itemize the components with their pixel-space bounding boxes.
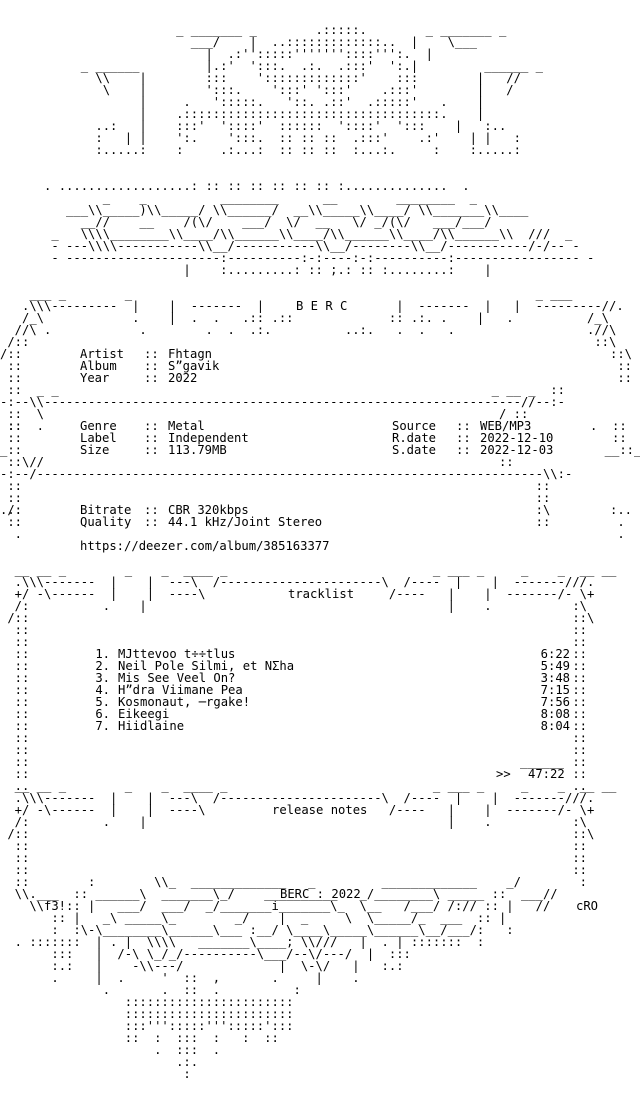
quality-key: Quality: [80, 515, 132, 529]
track-number: 1.: [95, 647, 110, 661]
year-key: Year: [80, 371, 110, 385]
track-number: 6.: [95, 707, 110, 721]
top-logo-art: _ _______ _ .:::::. _ _______ _ ___/ | .…: [80, 23, 543, 157]
genre-sep: ::: [144, 419, 159, 433]
track-title: Neil Pole Silmi, et NΣha: [118, 659, 295, 673]
quality-sep: ::: [144, 515, 159, 529]
track-duration: 3:48: [540, 671, 570, 685]
album-url: https://deezer.com/album/385163377: [80, 539, 330, 553]
source-value: WEB/MP3: [480, 419, 532, 433]
sdate-sep: ::: [456, 443, 471, 457]
track-duration: 6:22: [540, 647, 570, 661]
album-sep: ::: [144, 359, 159, 373]
genre-value: Metal: [168, 419, 205, 433]
info-frame-right-3: :.. . .: [610, 503, 633, 541]
album-key: Album: [80, 359, 117, 373]
track-number: 7.: [95, 719, 110, 733]
sdate-value: 2022-12-03: [480, 443, 554, 457]
release-notes-frame-top: __ __ _ _ _ ____ _ _ ___ _ _ _ __ __ .\\…: [7, 779, 617, 877]
tracklist-heading: tracklist: [288, 587, 355, 601]
footer-signature-left: f3!: [44, 899, 67, 913]
quality-value: 44.1 kHz/Joint Stereo: [168, 515, 323, 529]
info-frame-left-1: /:: :: ::: [0, 347, 23, 385]
track-title: Mis See Veel On?: [118, 671, 236, 685]
year-value: 2022: [168, 371, 198, 385]
total-prefix: >>: [496, 767, 511, 781]
track-title: Eikeegi: [118, 707, 170, 721]
size-sep: ::: [144, 443, 159, 457]
track-duration: 5:49: [540, 659, 570, 673]
track-number: 2.: [95, 659, 110, 673]
track-row: 4. H”dra Viimane Pea 7:15: [86, 684, 570, 696]
size-key: Size: [80, 443, 110, 457]
header-frame-art: ___ _ _ _ ___ .\\\--------- | | ------- …: [7, 287, 624, 349]
year-sep: ::: [144, 371, 159, 385]
genre-key: Genre: [80, 419, 117, 433]
tracklist-frame-sides: :: :: :: :: ::: [14, 635, 587, 793]
rdate-value: 2022-12-10: [480, 431, 554, 445]
track-title: Hiidlaine: [118, 719, 185, 733]
sdate-key: S.date: [392, 443, 437, 457]
track-duration: 7:15: [540, 683, 570, 697]
track-number: 4.: [95, 683, 110, 697]
info-frame-left-3: ..: . .: [0, 503, 23, 541]
top-banner-art: . ..................: :: :: :: :: :: :: …: [44, 179, 595, 277]
info-divider-2: ::\// :: -:--/--------------------------…: [0, 455, 573, 529]
source-key: Source: [392, 419, 437, 433]
bitrate-sep: ::: [144, 503, 159, 517]
rdate-key: R.date: [392, 431, 437, 445]
label-value: Independent: [168, 431, 249, 445]
label-sep: ::: [144, 431, 159, 445]
artist-value: Fhtagn: [168, 347, 213, 361]
release-notes-heading: release notes: [272, 803, 368, 817]
track-row: 1. MJttevoo t÷÷tlus 6:22: [86, 648, 570, 660]
info-frame-right-1: ::\ :: ::: [610, 347, 633, 385]
footer-text: BERC : 2022: [280, 887, 361, 901]
track-row: 2. Neil Pole Silmi, et NΣha 5:49: [86, 660, 570, 672]
artist-key: Artist: [80, 347, 125, 361]
track-title: Kosmonaut, ─rgake!: [118, 695, 251, 709]
track-duration: 8:08: [540, 707, 570, 721]
track-row: 6. Eikeegi 8:08: [86, 708, 570, 720]
track-row: 3. Mis See Veel On? 3:48: [86, 672, 570, 684]
track-title: MJttevoo t÷÷tlus: [118, 647, 236, 661]
track-title: H”dra Viimane Pea: [118, 683, 243, 697]
footer-signature-right: cRO: [576, 899, 599, 913]
info-frame-right-2: . :: :: __::_: [590, 419, 640, 457]
source-sep: ::: [456, 419, 471, 433]
bitrate-key: Bitrate: [80, 503, 132, 517]
total-rule: ______: [520, 755, 565, 769]
track-row: 5. Kosmonaut, ─rgake! 7:56: [86, 696, 570, 708]
album-value: S”gavik: [168, 359, 220, 373]
rdate-sep: ::: [456, 431, 471, 445]
track-row: 7. Hiidlaine 8:04: [86, 720, 570, 732]
total-duration: 47:22: [528, 767, 565, 781]
label-key: Label: [80, 431, 117, 445]
track-duration: 7:56: [540, 695, 570, 709]
track-duration: 8:04: [540, 719, 570, 733]
tracklist-frame-top: __ __ _ _ _ ____ _ _ ___ _ _ _ __ __ .\\…: [7, 563, 617, 637]
size-value: 113.79MB: [168, 443, 227, 457]
track-number: 5.: [95, 695, 110, 709]
bitrate-value: CBR 320kbps: [168, 503, 249, 517]
artist-sep: ::: [144, 347, 159, 361]
group-name: B E R C: [296, 299, 348, 313]
info-divider-1: :: _ _ _ __ _ :: -:--\\-----------------…: [0, 383, 565, 433]
info-frame-left-2: :: . :: _::: [0, 419, 45, 457]
footer-logo-art: :: : \\_ _____________ _ _____________ _…: [14, 875, 587, 1081]
track-number: 3.: [95, 671, 110, 685]
